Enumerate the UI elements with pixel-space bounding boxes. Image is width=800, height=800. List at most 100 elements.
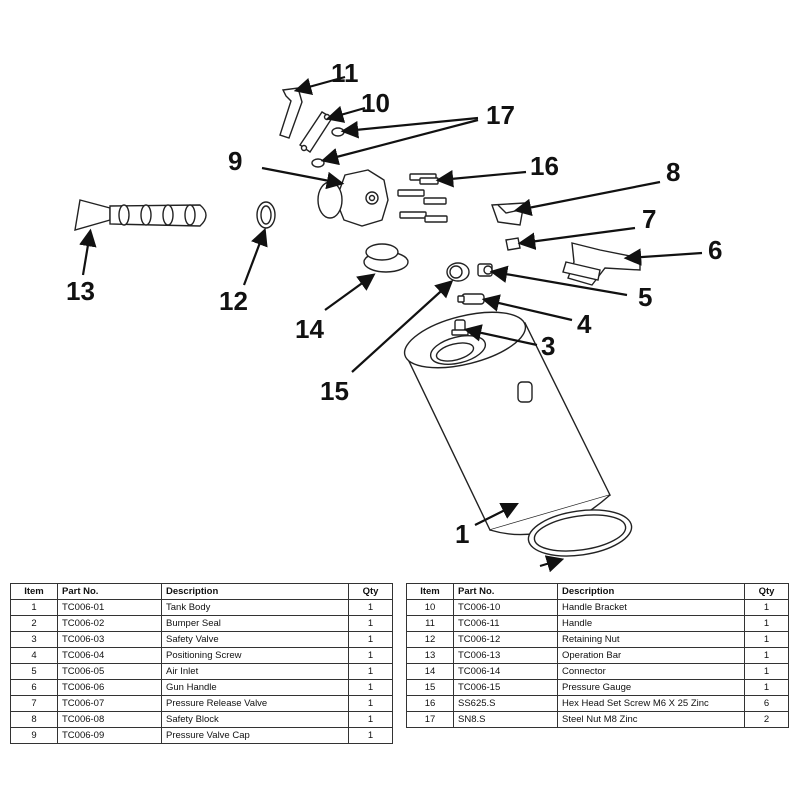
cell-item: 13 [406, 647, 454, 664]
callout-5: 5 [638, 282, 652, 312]
header-qty: Qty [348, 583, 393, 600]
cell-qty: 1 [348, 679, 393, 696]
callout-6: 6 [708, 235, 722, 265]
part-safety-block [491, 202, 525, 226]
cell-description: Handle [557, 615, 745, 632]
cell-item: 1 [10, 599, 58, 616]
part-pressure-valve-cap [317, 169, 389, 227]
cell-part-no: TC006-07 [57, 695, 162, 712]
cell-qty: 1 [744, 663, 789, 680]
cell-item: 4 [10, 647, 58, 664]
leader-lines [79, 75, 703, 573]
callout-3: 3 [541, 331, 555, 361]
part-bumper-seal [527, 509, 633, 557]
table-header-row: Item Part No. Description Qty [406, 583, 789, 600]
cell-part-no: TC006-02 [57, 615, 162, 632]
cell-part-no: TC006-05 [57, 663, 162, 680]
cell-part-no: TC006-14 [453, 663, 558, 680]
cell-description: Safety Block [161, 711, 349, 728]
cell-item: 10 [406, 599, 454, 616]
cell-part-no: TC006-13 [453, 647, 558, 664]
cell-part-no: SN8.S [453, 711, 558, 728]
header-description: Description [161, 583, 349, 600]
cell-qty: 1 [348, 615, 393, 632]
cell-part-no: TC006-10 [453, 599, 558, 616]
cell-item: 9 [10, 727, 58, 744]
cell-qty: 6 [744, 695, 789, 712]
cell-qty: 1 [348, 647, 393, 664]
cell-part-no: TC006-12 [453, 631, 558, 648]
cell-item: 15 [406, 679, 454, 696]
cell-qty: 1 [348, 711, 393, 728]
cell-item: 17 [406, 711, 454, 728]
cell-description: Tank Body [161, 599, 349, 616]
cell-part-no: TC006-08 [57, 711, 162, 728]
header-qty: Qty [744, 583, 789, 600]
part-operation-bar [74, 199, 207, 231]
cell-description: Handle Bracket [557, 599, 745, 616]
cell-part-no: SS625.S [453, 695, 558, 712]
part-pressure-gauge [446, 262, 470, 282]
cell-item: 5 [10, 663, 58, 680]
cell-part-no: TC006-04 [57, 647, 162, 664]
callout-17: 17 [486, 100, 515, 130]
part-gun-handle [562, 242, 641, 286]
cell-description: Pressure Valve Cap [161, 727, 349, 744]
cell-qty: 1 [348, 663, 393, 680]
cell-description: Air Inlet [161, 663, 349, 680]
part-hex-screws [397, 173, 448, 223]
cell-item: 7 [10, 695, 58, 712]
cell-item: 3 [10, 631, 58, 648]
part-air-inlet [477, 263, 493, 277]
callout-11: 11 [331, 58, 359, 88]
cell-qty: 1 [348, 631, 393, 648]
callout-16: 16 [530, 151, 559, 181]
cell-part-no: TC006-11 [453, 615, 558, 632]
part-handle-bracket [299, 111, 333, 153]
cell-qty: 2 [744, 711, 789, 728]
cell-qty: 1 [744, 647, 789, 664]
cell-qty: 1 [348, 695, 393, 712]
exploded-parts-diagram: 1 3 4 5 6 7 8 9 10 11 12 13 14 15 16 17 [66, 58, 722, 573]
cell-item: 11 [406, 615, 454, 632]
callout-12: 12 [219, 286, 248, 316]
callout-1: 1 [455, 519, 469, 549]
cell-qty: 1 [744, 615, 789, 632]
part-positioning-screw [457, 293, 485, 305]
cell-item: 8 [10, 711, 58, 728]
callout-8: 8 [666, 157, 680, 187]
part-handle [279, 87, 303, 139]
part-connector [363, 243, 409, 273]
callout-14: 14 [295, 314, 324, 344]
cell-part-no: TC006-01 [57, 599, 162, 616]
part-retaining-nut [256, 201, 276, 229]
cell-description: Pressure Gauge [557, 679, 745, 696]
part-safety-valve [451, 319, 469, 336]
cell-description: Bumper Seal [161, 615, 349, 632]
callout-10: 10 [361, 88, 390, 118]
header-description: Description [557, 583, 745, 600]
cell-item: 2 [10, 615, 58, 632]
cell-description: Pressure Release Valve [161, 695, 349, 712]
cell-item: 6 [10, 679, 58, 696]
cell-description: Safety Valve [161, 631, 349, 648]
cell-qty: 1 [744, 599, 789, 616]
header-part-no: Part No. [453, 583, 558, 600]
cell-qty: 1 [348, 727, 393, 744]
cell-description: Positioning Screw [161, 647, 349, 664]
header-item: Item [10, 583, 58, 600]
cell-description: Operation Bar [557, 647, 745, 664]
cell-part-no: TC006-03 [57, 631, 162, 648]
